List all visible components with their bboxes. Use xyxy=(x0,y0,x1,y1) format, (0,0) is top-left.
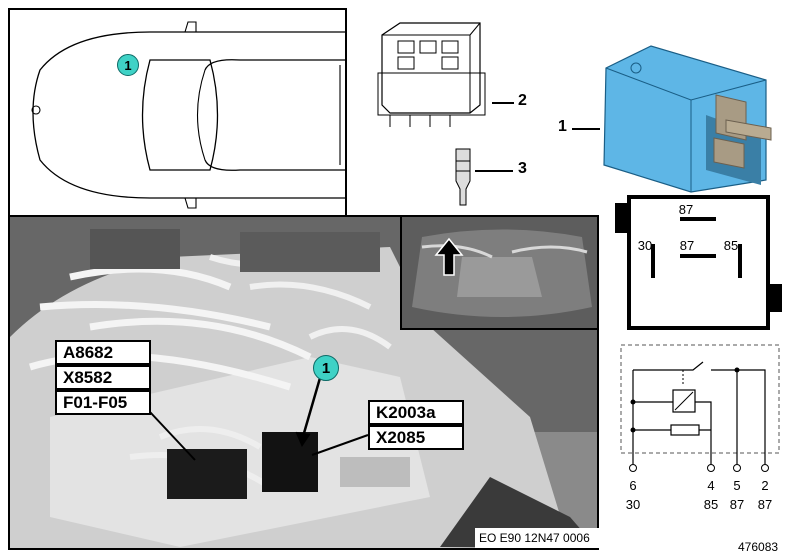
circuit-pin-2: 2 xyxy=(761,478,769,493)
pinout-tab-right xyxy=(770,284,782,312)
pinout-blade-top xyxy=(680,217,716,221)
pinout-label-right: 85 xyxy=(723,238,739,253)
car-outline-drawing xyxy=(31,21,345,209)
photo-code: EO E90 12N47 0006 xyxy=(479,531,590,545)
photo-callout: 1 xyxy=(313,355,339,381)
pinout-blade-left xyxy=(651,244,655,278)
diagram-id: 476083 xyxy=(738,540,779,554)
terminal-drawing xyxy=(455,148,471,206)
terminal-leader-line xyxy=(475,170,513,172)
photo-inset xyxy=(400,215,599,330)
relay-holder-drawing xyxy=(377,22,486,127)
car-outline-panel: 1 xyxy=(8,8,347,218)
label-a8682: A8682 xyxy=(55,340,151,365)
pinout-label-top: 87 xyxy=(678,202,694,217)
label-x2085: X2085 xyxy=(368,425,464,450)
circuit-pin-4: 4 xyxy=(707,478,715,493)
circuit-pin-85: 85 xyxy=(703,497,719,512)
part-number-3: 3 xyxy=(518,160,527,177)
pinout-tab-left xyxy=(615,203,627,233)
circuit-pin-6: 6 xyxy=(629,478,637,493)
circuit-pin-5: 5 xyxy=(733,478,741,493)
part-number-2: 2 xyxy=(518,92,527,109)
pinout-blade-right xyxy=(738,244,742,278)
inset-arrow-icon xyxy=(434,237,464,276)
pinout-label-left: 30 xyxy=(637,238,653,253)
relay-circuit-schematic xyxy=(620,344,780,472)
part-number-1: 1 xyxy=(558,118,567,135)
circuit-pin-87-b: 87 xyxy=(757,497,773,512)
relay-leader-line xyxy=(572,128,600,130)
label-f01-f05: F01-F05 xyxy=(55,390,151,415)
photo-code-box xyxy=(475,528,599,548)
pinout-label-center: 87 xyxy=(679,238,695,253)
holder-leader-line xyxy=(492,102,514,104)
label-x8582: X8582 xyxy=(55,365,151,390)
circuit-pin-30: 30 xyxy=(625,497,641,512)
pinout-blade-center xyxy=(680,254,716,258)
relay-blue-drawing xyxy=(603,45,772,193)
circuit-pin-87-a: 87 xyxy=(729,497,745,512)
car-location-callout: 1 xyxy=(117,54,139,76)
label-k2003a: K2003a xyxy=(368,400,464,425)
